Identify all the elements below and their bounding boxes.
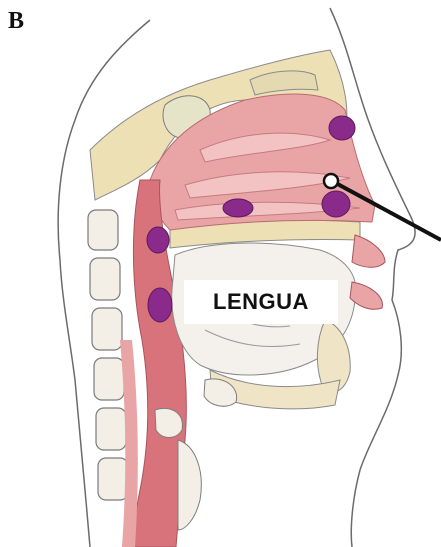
marker-tubal [223, 199, 253, 217]
marker-tonsil [148, 288, 172, 322]
tongue-label: LENGUA [184, 280, 338, 324]
marker-adenoid [329, 116, 355, 140]
marker-nasal [322, 191, 350, 217]
pointer-circle [324, 174, 338, 188]
marker-pharyngeal [147, 227, 169, 253]
panel-letter: B [8, 8, 24, 35]
